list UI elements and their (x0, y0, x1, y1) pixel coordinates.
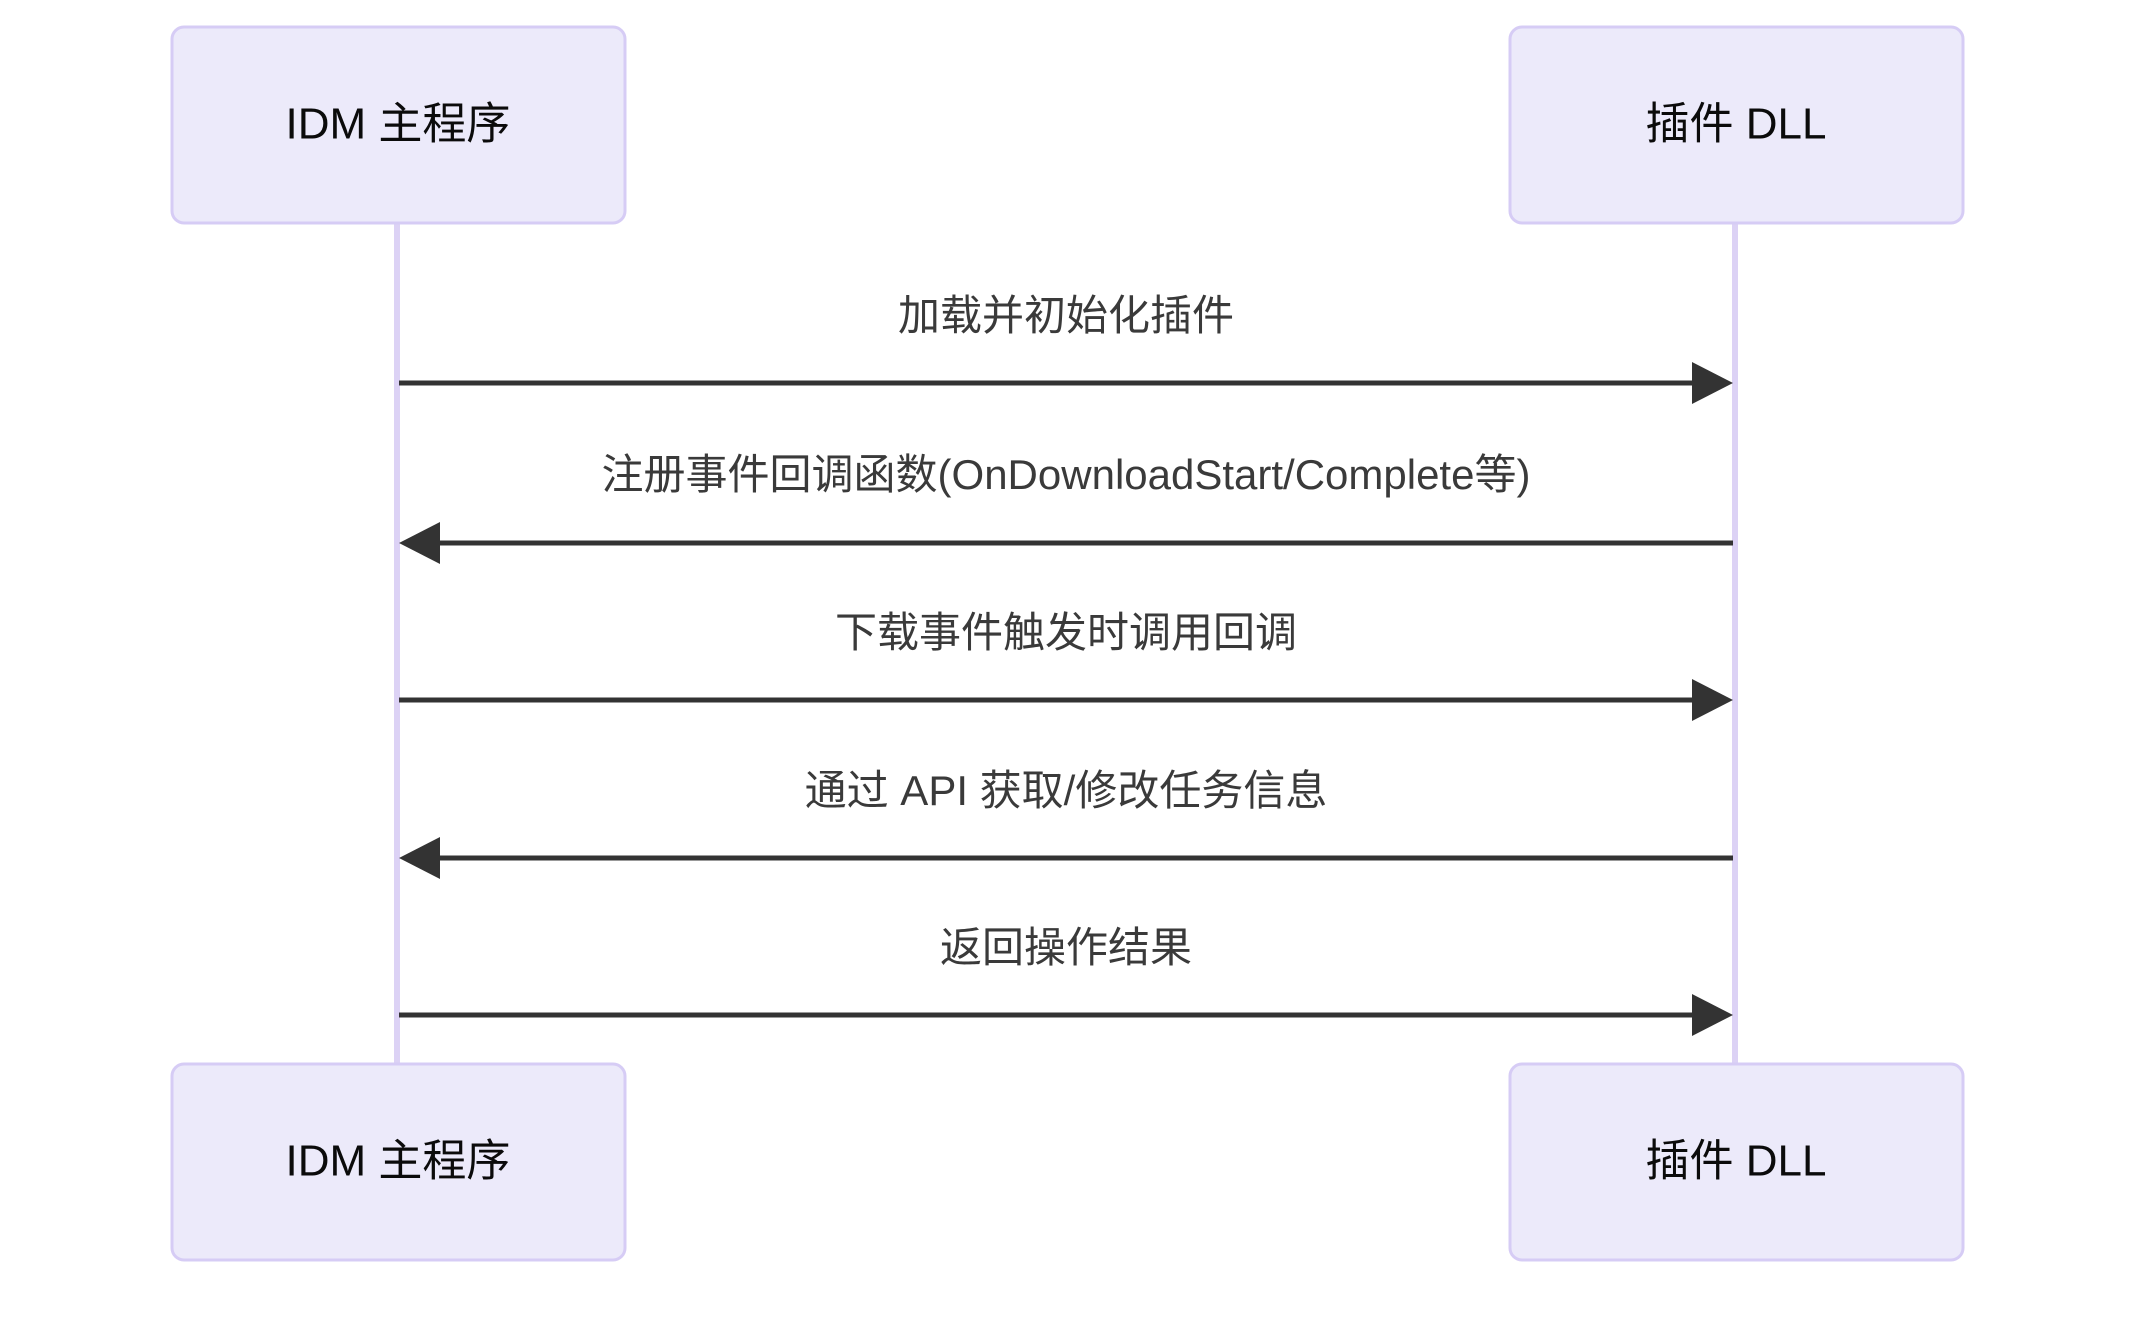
participant-box-plugin-top[interactable] (1508, 25, 1965, 225)
participant-box-idm-top[interactable] (170, 25, 627, 225)
participant-header-idm[interactable]: IDM 主程序 (170, 25, 627, 225)
arrow-head-right-5 (1692, 994, 1733, 1036)
message-label-3: 下载事件触发时调用回调 (835, 609, 1297, 656)
participant-label-idm-bottom: IDM 主程序 (286, 1137, 511, 1186)
message-1[interactable]: 加载并初始化插件 (399, 292, 1733, 404)
arrow-head-right-1 (1692, 362, 1733, 404)
participant-label-plugin-top: 插件 DLL (1646, 100, 1827, 149)
lifeline-group (394, 223, 1738, 1066)
message-label-5: 返回操作结果 (940, 924, 1192, 971)
participant-header-plugin[interactable]: 插件 DLL (1508, 25, 1965, 225)
arrow-head-right-3 (1692, 679, 1733, 721)
arrow-head-left-4 (399, 837, 440, 879)
participant-footer-plugin[interactable]: 插件 DLL (1508, 1062, 1965, 1262)
participant-box-plugin-bottom[interactable] (1508, 1062, 1965, 1262)
participant-footer-idm[interactable]: IDM 主程序 (170, 1062, 627, 1262)
message-2[interactable]: 注册事件回调函数(OnDownloadStart/Complete等) (399, 451, 1733, 564)
participant-label-plugin-bottom: 插件 DLL (1646, 1137, 1827, 1186)
message-label-2: 注册事件回调函数(OnDownloadStart/Complete等) (602, 451, 1531, 498)
message-label-4: 通过 API 获取/修改任务信息 (805, 767, 1328, 814)
message-label-1: 加载并初始化插件 (898, 292, 1234, 339)
message-3[interactable]: 下载事件触发时调用回调 (399, 609, 1733, 721)
message-4[interactable]: 通过 API 获取/修改任务信息 (399, 767, 1733, 879)
participant-label-idm-top: IDM 主程序 (286, 100, 511, 149)
message-5[interactable]: 返回操作结果 (399, 924, 1733, 1036)
arrow-head-left-2 (399, 522, 440, 564)
participant-box-idm-bottom[interactable] (170, 1062, 627, 1262)
